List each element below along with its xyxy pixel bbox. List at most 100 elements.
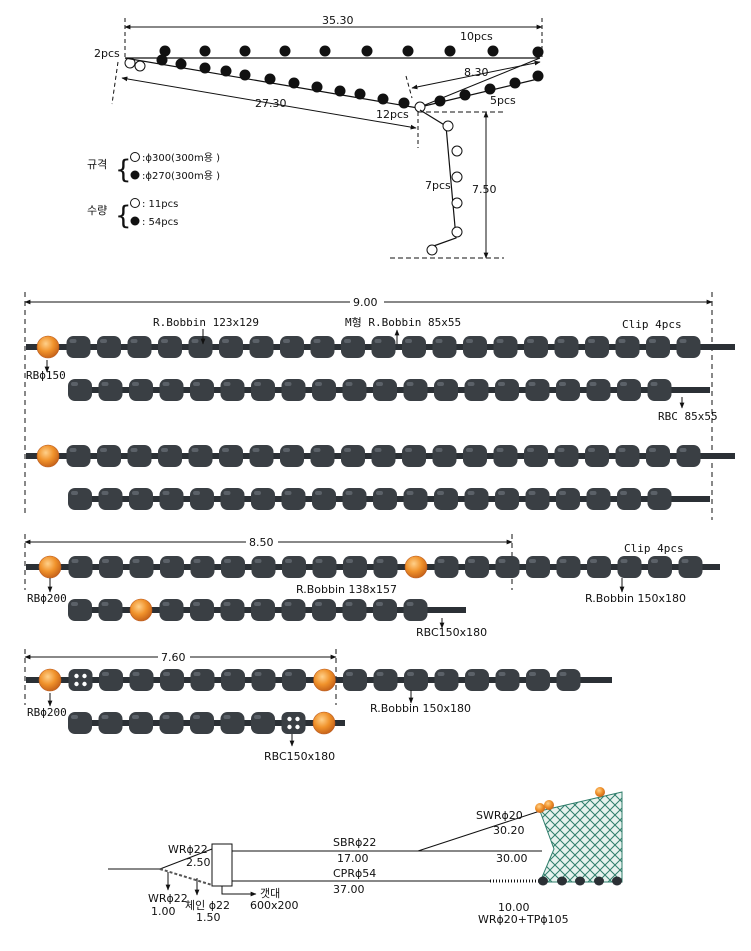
filled-float — [239, 45, 251, 57]
rubber-bobbin — [312, 488, 336, 510]
bobbin-highlight — [254, 602, 261, 606]
bobbin-highlight — [437, 559, 445, 563]
rubber-bobbin — [97, 445, 121, 467]
bobbin-highlight — [528, 382, 536, 386]
open-float — [124, 57, 136, 69]
dim-line-right-wing — [411, 60, 541, 90]
open-float — [451, 145, 463, 157]
bobbin-highlight — [254, 382, 261, 386]
label-rb-150: RBϕ150 — [26, 369, 66, 382]
bobbin-highlight — [71, 715, 78, 719]
rubber-bobbin — [312, 556, 337, 578]
bobbin-highlight — [224, 672, 231, 676]
roller-ball — [38, 668, 62, 692]
rubber-bobbin — [99, 669, 123, 691]
bobbin-highlight — [467, 382, 475, 386]
rubber-bobbin — [160, 669, 184, 691]
rubber-bobbin — [556, 488, 580, 510]
rubber-bobbin — [129, 669, 154, 691]
bobbin-highlight — [101, 491, 109, 495]
spec-open: :ϕ300(300m용 ) — [142, 152, 220, 164]
rubber-bobbin — [524, 336, 548, 358]
bobbin-highlight — [527, 448, 534, 452]
bobbin-highlight — [71, 559, 79, 563]
rbc-hole — [287, 716, 292, 722]
open-float — [451, 171, 463, 183]
bobbin-highlight — [651, 559, 658, 563]
rubber-bobbin — [464, 379, 489, 401]
wr22b-label: WRϕ22 — [148, 892, 188, 905]
rig-diagram: WRϕ22 2.50 WRϕ22 1.00 체인 ϕ22 1.50 갯대 600… — [108, 787, 623, 926]
bobbin-highlight — [193, 672, 201, 676]
rubber-bobbin — [676, 336, 701, 358]
bobbin-highlight — [559, 382, 566, 386]
rubber-bobbin — [617, 488, 641, 510]
bobbin-highlight — [528, 491, 536, 495]
bobbin-highlight — [345, 491, 353, 495]
bobbin — [612, 876, 622, 886]
roller-ball — [38, 555, 62, 579]
rubber-bobbin — [98, 379, 123, 401]
chain-section-1: 9.00 R.Bobbin 123x129 M형 R.Bobbin 85x55 … — [24, 292, 735, 520]
bobbin-highlight — [71, 382, 78, 386]
brace: { — [115, 201, 132, 231]
open-float — [451, 197, 463, 209]
spec-filled: :ϕ270(300m용 ) — [142, 170, 220, 182]
bobbin-highlight — [437, 491, 444, 495]
dim-bg — [350, 294, 384, 308]
bobbin-highlight — [435, 339, 443, 343]
bobbin-row — [68, 379, 710, 401]
filled-float — [220, 65, 232, 77]
float-ball — [535, 803, 545, 813]
rubber-bobbin — [190, 379, 214, 401]
label-bobbin-150-a: R.Bobbin 150x180 — [585, 592, 686, 605]
bobbin-highlight — [101, 715, 109, 719]
rubber-bobbin — [554, 445, 579, 467]
rubber-bobbin — [617, 556, 642, 578]
rubber-bobbin — [373, 599, 397, 621]
roller-ball — [129, 598, 153, 622]
bobbin-highlight — [588, 339, 595, 343]
dim-bg — [246, 534, 278, 548]
qty-filled: : 54pcs — [142, 217, 178, 228]
rubber-bobbin — [648, 556, 672, 578]
bobbin-highlight — [650, 382, 658, 386]
rubber-bobbin — [373, 379, 397, 401]
rubber-bobbin — [129, 379, 153, 401]
rubber-bobbin — [432, 445, 457, 467]
open-float — [451, 226, 463, 238]
bobbin-highlight — [285, 559, 292, 563]
dim-chain1-label: 9.00 — [353, 296, 378, 309]
bobbin-highlight — [193, 715, 200, 719]
label-bobbin-a: R.Bobbin 123x129 — [153, 316, 259, 329]
rubber-bobbin — [371, 445, 396, 467]
filled-float — [279, 45, 291, 57]
bobbin-highlight — [162, 602, 170, 606]
rubber-bobbin — [190, 556, 215, 578]
rubber-bobbin — [220, 712, 245, 734]
label-rbc-150-a: RBC150x180 — [416, 626, 487, 639]
filled-float — [239, 69, 251, 81]
dim-line-upper — [121, 76, 417, 130]
rubber-bobbin — [281, 599, 306, 621]
bobbin-highlight — [284, 382, 292, 386]
rubber-bobbin — [188, 445, 213, 467]
rubber-bobbin — [465, 556, 489, 578]
bobbin-highlight — [557, 448, 565, 452]
bobbin-highlight — [374, 448, 382, 452]
bobbin-highlight — [344, 448, 351, 452]
bobbin-highlight — [101, 382, 109, 386]
sbr-len: 17.00 — [337, 852, 369, 865]
rubber-bobbin — [158, 336, 182, 358]
filled-float — [532, 70, 544, 82]
bobbin-highlight — [254, 672, 262, 676]
rubber-bobbin — [402, 445, 426, 467]
bobbin-highlight — [161, 339, 168, 343]
bobbin-highlight — [132, 672, 140, 676]
rubber-bobbin — [587, 556, 611, 578]
rubber-bobbin — [66, 445, 91, 467]
rubber-bobbin — [373, 669, 398, 691]
rubber-bobbin — [464, 488, 489, 510]
rubber-bobbin — [403, 379, 428, 401]
rubber-bobbin — [373, 488, 397, 510]
